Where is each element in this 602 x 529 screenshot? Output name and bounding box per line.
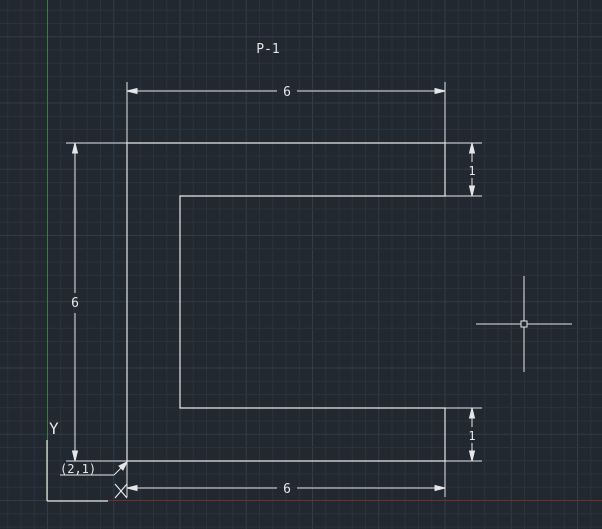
dimension-right-top[interactable] [445, 142, 482, 197]
dimension-left[interactable] [66, 142, 127, 462]
drawing-title: P-1 [256, 42, 279, 57]
ucs-x-label: X [0, 0, 1, 1]
crosshair-cursor-icon [476, 276, 572, 372]
origin-leader[interactable] [60, 460, 129, 476]
dimension-bottom-value: 6 [283, 482, 291, 497]
dimension-left-value: 6 [71, 296, 79, 311]
dimension-right-bottom-value: 1 [468, 429, 475, 443]
dimension-bottom[interactable] [126, 461, 446, 497]
dimension-top[interactable] [126, 82, 446, 143]
ucs-y-label: Y [49, 419, 59, 438]
origin-point-label: (2,1) [60, 462, 96, 476]
dimension-top-value: 6 [283, 85, 291, 100]
dimension-right-bottom[interactable] [445, 407, 482, 462]
ucs-icon [46, 440, 128, 502]
dimension-right-top-value: 1 [468, 164, 475, 178]
c-profile[interactable] [126, 142, 446, 462]
